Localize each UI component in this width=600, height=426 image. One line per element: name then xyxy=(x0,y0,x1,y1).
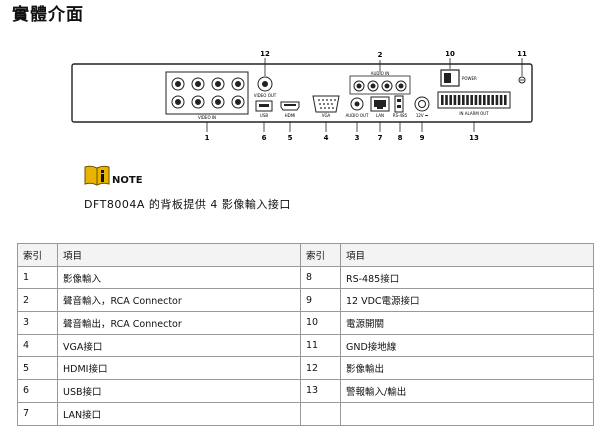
header-item: 項目 xyxy=(57,243,301,267)
terminal-pin xyxy=(449,95,452,105)
cell-index: 11 xyxy=(300,333,341,358)
power-label: POWER xyxy=(462,76,477,81)
video-in-connectors xyxy=(171,77,245,109)
callout-1: 1 xyxy=(205,134,210,142)
table-row: 4 VGA接口 11 GND接地線 xyxy=(17,333,594,358)
table-row: 3 聲音輸出，RCA Connector 10 電源開關 xyxy=(17,311,594,335)
cell-item: USB接口 xyxy=(57,379,301,403)
audio-in-label: AUDIO IN xyxy=(371,71,390,76)
vga-port xyxy=(312,95,340,113)
cell-item: GND接地線 xyxy=(340,333,594,358)
lan-label: LAN xyxy=(376,113,384,118)
cell-item: HDMI接口 xyxy=(57,356,301,381)
audio-out-label: AUDIO OUT xyxy=(346,113,369,118)
cell-index: 6 xyxy=(17,379,58,403)
cell-index: 4 xyxy=(17,333,58,358)
terminal-pin xyxy=(491,95,494,105)
terminal-pin xyxy=(466,95,469,105)
vga-label: VGA xyxy=(322,113,331,118)
cell-item: 影像輸入 xyxy=(57,265,301,290)
terminal-pin xyxy=(457,95,461,105)
terminal-pin xyxy=(483,95,486,105)
header-index: 索引 xyxy=(17,243,58,267)
note-description: DFT8004A 的背板提供 4 影像輸入接口 xyxy=(84,198,291,211)
rear-panel-svg: VIDEO IN VIDEO OUT USB HDMI VGA AUDIO IN xyxy=(71,50,533,142)
table-row: 2 聲音輸入，RCA Connector 9 12 VDC電源接口 xyxy=(17,288,594,313)
header-index-2: 索引 xyxy=(300,243,341,267)
terminal-pin xyxy=(474,95,478,105)
cell-index: 12 xyxy=(300,356,341,381)
terminal-pin xyxy=(504,95,507,105)
hdmi-label: HDMI xyxy=(285,113,296,118)
rs485-label: RS-485 xyxy=(393,113,408,118)
callout-8: 8 xyxy=(398,134,403,142)
callout-2: 2 xyxy=(378,51,383,59)
cell-item: 聲音輸入，RCA Connector xyxy=(57,288,301,313)
cell-index: 2 xyxy=(17,288,58,313)
page-title: 實體介面 xyxy=(12,5,84,25)
rear-panel-diagram: VIDEO IN VIDEO OUT USB HDMI VGA AUDIO IN xyxy=(60,42,540,150)
terminal-pins xyxy=(441,95,507,105)
table-header-row: 索引 項目 索引 項目 xyxy=(17,243,594,267)
video-out-label: VIDEO OUT xyxy=(254,93,277,98)
note-label: NOTE xyxy=(112,175,143,186)
cell-item: 警報輸入/輸出 xyxy=(340,379,594,403)
terminal-pin xyxy=(453,95,457,105)
callout-9: 9 xyxy=(420,134,425,142)
table-row: 6 USB接口 13 警報輸入/輸出 xyxy=(17,379,594,403)
terminal-pin xyxy=(487,95,490,105)
cell-item: 電源開關 xyxy=(340,311,594,335)
cell-item: VGA接口 xyxy=(57,333,301,358)
callout-12: 12 xyxy=(260,50,270,58)
callout-lines xyxy=(206,58,523,132)
terminal-pin xyxy=(462,95,465,105)
cell-index: 3 xyxy=(17,311,58,335)
callout-11: 11 xyxy=(517,50,527,58)
video-in-block xyxy=(165,71,249,115)
terminal-pin xyxy=(499,95,503,105)
callout-10: 10 xyxy=(445,50,455,58)
callout-4: 4 xyxy=(324,134,329,142)
callout-13: 13 xyxy=(469,134,479,142)
terminal-pin xyxy=(470,95,473,105)
table-row: 5 HDMI接口 12 影像輸出 xyxy=(17,356,594,381)
rs485-port xyxy=(394,95,404,113)
callout-7: 7 xyxy=(378,134,383,142)
cell-item: RS-485接口 xyxy=(340,265,594,290)
cell-index: 13 xyxy=(300,379,341,403)
video-in-label: VIDEO IN xyxy=(198,115,216,120)
cell-index: 5 xyxy=(17,356,58,381)
power-in-label: 12V ⎓ xyxy=(416,113,429,118)
terminal-pin xyxy=(478,95,482,105)
cell-item: 影像輸出 xyxy=(340,356,594,381)
callout-5: 5 xyxy=(288,134,293,142)
terminal-pin xyxy=(445,95,448,105)
cell-index: 8 xyxy=(300,265,341,290)
cell-index: 9 xyxy=(300,288,341,313)
alarm-label: IN ALARM OUT xyxy=(459,111,489,116)
audio-in-block xyxy=(349,75,411,95)
cell-index: 1 xyxy=(17,265,58,290)
callout-3: 3 xyxy=(355,134,360,142)
interface-table: 索引 項目 索引 項目 1 影像輸入 8 RS-485接口 2 聲音輸入，RCA… xyxy=(17,243,594,426)
header-item-2: 項目 xyxy=(340,243,594,267)
terminal-pin xyxy=(495,95,499,105)
callout-6: 6 xyxy=(262,134,267,142)
usb-label: USB xyxy=(260,113,268,118)
alarm-terminal-block xyxy=(437,91,511,109)
table-row: 1 影像輸入 8 RS-485接口 xyxy=(17,265,594,290)
book-info-icon xyxy=(84,165,110,186)
cell-item: 聲音輸出，RCA Connector xyxy=(57,311,301,335)
cell-item: 12 VDC電源接口 xyxy=(340,288,594,313)
terminal-pin xyxy=(441,95,444,105)
cell-index: 10 xyxy=(300,311,341,335)
